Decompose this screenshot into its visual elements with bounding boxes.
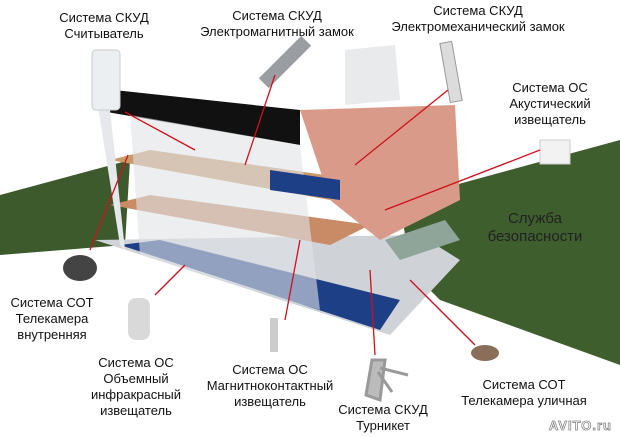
label-security: Служба безопасности (488, 210, 583, 246)
leader-outdoor-cam (409, 279, 476, 346)
label-line: Турникет (356, 418, 410, 433)
leader-mechlock (354, 89, 449, 166)
label-line: Система ОС (232, 362, 308, 377)
leader-magcontact (284, 239, 301, 321)
ir-sensor-device (128, 298, 150, 340)
leader-maglock (244, 74, 276, 166)
label-mechlock: Система СКУД Электромеханический замок (391, 3, 564, 35)
leader-reader (124, 111, 196, 151)
label-magcontact: Система ОС Магнитноконтактный извещатель (207, 362, 334, 410)
label-line: Система СОТ (10, 295, 94, 310)
label-line: Система СКУД (338, 402, 428, 417)
wall-left (95, 88, 125, 250)
label-line: извещатель (514, 112, 586, 127)
label-line: Электромагнитный замок (200, 24, 354, 39)
indoor-camera-device (63, 255, 97, 281)
leader-ir (154, 264, 186, 296)
label-line: извещатель (234, 394, 306, 409)
tower (345, 45, 400, 105)
mechlock-device (439, 40, 463, 104)
label-line: Телекамера (15, 311, 89, 326)
label-ir-sensor: Система ОС Объемный инфракрасный извещат… (91, 355, 181, 419)
label-outdoor-cam: Система СОТ Телекамера уличная (461, 377, 587, 409)
label-line: Считыватель (64, 26, 144, 41)
label-maglock: Система СКУД Электромагнитный замок (200, 8, 354, 40)
label-line: Акустический (509, 96, 591, 111)
roof (95, 88, 300, 145)
maglock-device (258, 35, 312, 89)
leader-acoustic (384, 149, 541, 211)
leader-lines (89, 74, 541, 356)
label-line: Система ОС (512, 80, 588, 95)
label-line: Телекамера уличная (461, 393, 587, 408)
label-line: извещатель (100, 403, 172, 418)
wall-pink (300, 105, 460, 240)
label-acoustic: Система ОС Акустический извещатель (509, 80, 590, 128)
label-indoor-cam: Система СОТ Телекамера внутренняя (10, 295, 93, 343)
label-line: Магнитноконтактный (206, 378, 334, 393)
blue-room (270, 170, 340, 200)
avito-watermark: AVITO.ru (548, 418, 612, 434)
magcontact-device (270, 318, 278, 352)
label-line: Система СКУД (232, 8, 322, 23)
label-line: Система ОС (98, 355, 174, 370)
canopy (385, 220, 460, 260)
turnstile-device (364, 358, 409, 403)
acoustic-device (539, 139, 571, 165)
label-line: Система СКУД (433, 3, 523, 18)
label-line: Электромеханический замок (391, 19, 565, 34)
outdoor-camera-device (471, 345, 499, 361)
label-line: безопасности (487, 228, 583, 245)
label-line: Служба (507, 210, 563, 227)
label-turnstile: Система СКУД Турникет (338, 402, 428, 434)
reader-device (91, 49, 121, 111)
label-line: Система СОТ (482, 377, 566, 392)
label-line: внутренняя (17, 327, 87, 342)
leader-turnstile (369, 269, 376, 356)
label-line: Объемный (103, 371, 169, 386)
label-reader: Система СКУД Считыватель (59, 10, 149, 42)
wall-front (130, 115, 320, 310)
label-line: инфракрасный (90, 387, 182, 402)
label-line: Система СКУД (59, 10, 149, 25)
leader-indoor-cam (89, 154, 129, 251)
